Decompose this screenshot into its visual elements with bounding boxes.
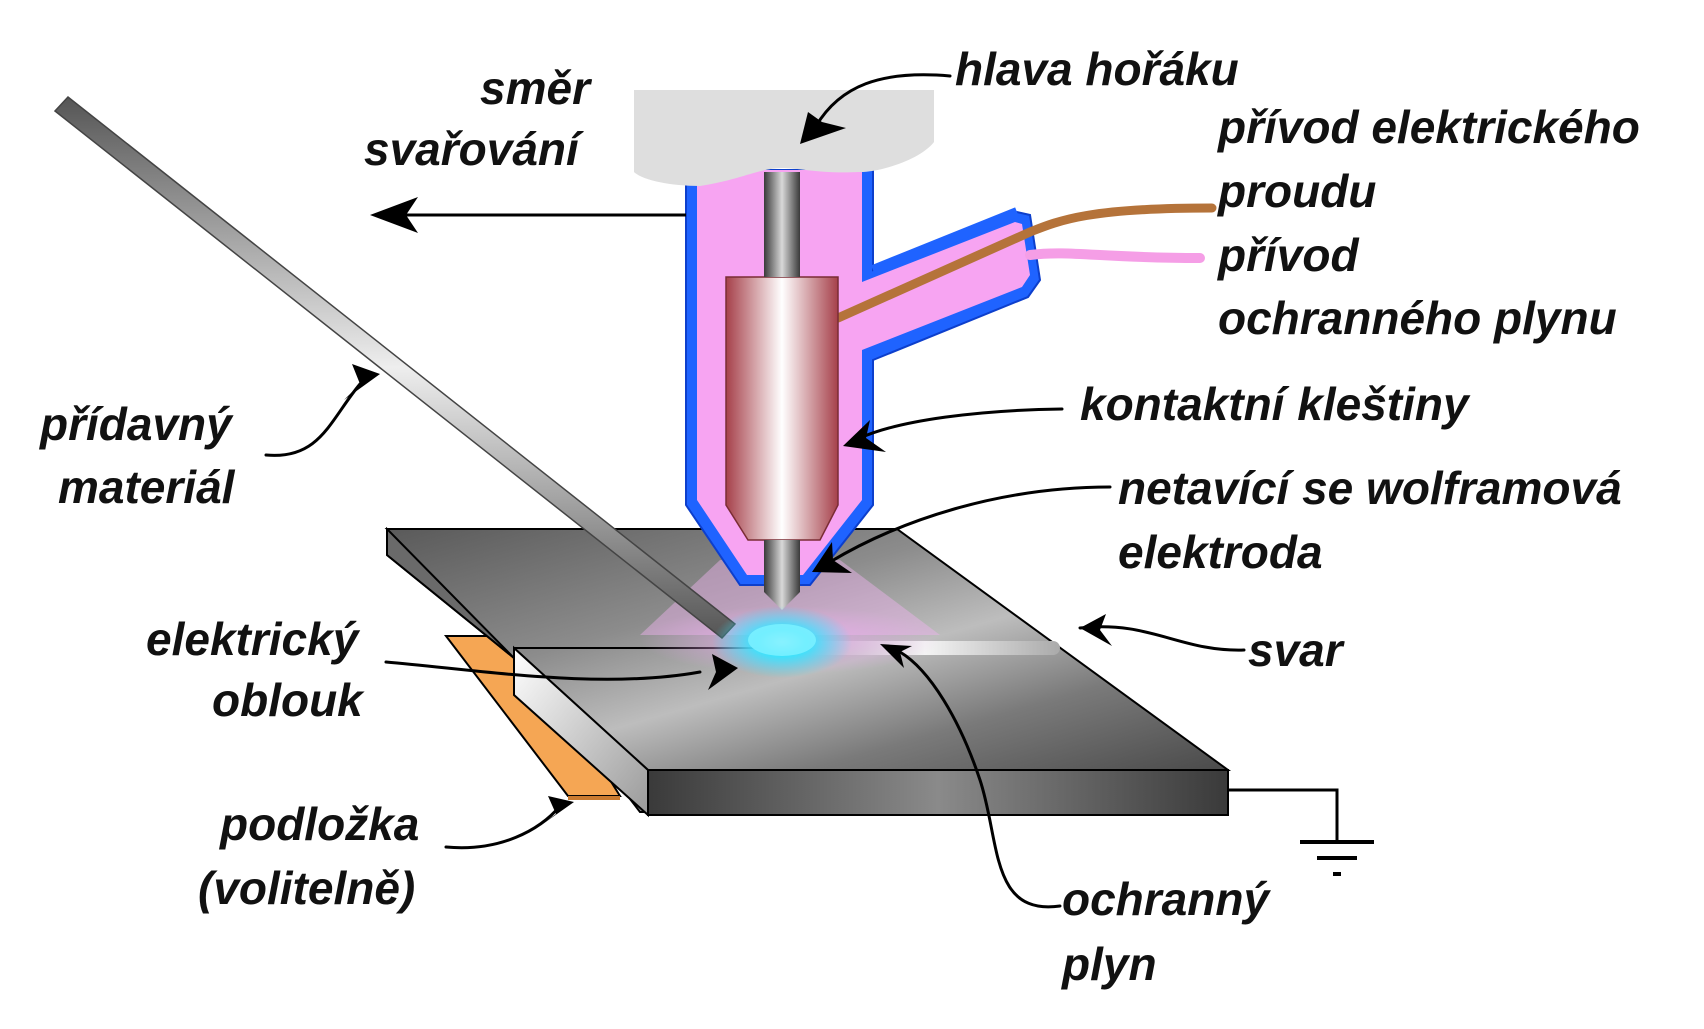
supply-lines	[833, 203, 1217, 323]
label-shield-gas-1: ochranný	[1062, 873, 1271, 925]
label-weld: svar	[1248, 624, 1345, 676]
label-arc-2: oblouk	[212, 674, 365, 726]
electric-arc	[712, 606, 852, 678]
weld-direction-arrow	[370, 197, 686, 233]
label-filler-1: přídavný	[38, 398, 234, 450]
label-electrode-1: netavící se wolframová	[1118, 462, 1622, 514]
labels: hlava hořáku směr svařování přívod elekt…	[38, 43, 1640, 990]
label-current-supply-1: přívod elektrického	[1216, 101, 1640, 153]
label-backing-2: (volitelně)	[198, 862, 415, 914]
ground-symbol	[1228, 788, 1374, 876]
label-torch-head: hlava hořáku	[955, 43, 1239, 95]
torch-head	[634, 90, 934, 186]
leader-lines	[264, 73, 1246, 909]
label-shield-gas-2: plyn	[1060, 938, 1157, 990]
tungsten-electrode	[764, 172, 800, 610]
label-backing-1: podložka	[218, 798, 419, 850]
label-collet: kontaktní kleštiny	[1080, 378, 1471, 430]
label-arc-1: elektrický	[146, 613, 361, 665]
label-weld-direction-2: svařování	[364, 123, 584, 175]
label-current-supply-2: proudu	[1216, 165, 1376, 217]
label-electrode-2: elektroda	[1118, 526, 1323, 578]
collet	[725, 276, 839, 541]
label-weld-direction-1: směr	[480, 62, 592, 114]
label-filler-2: materiál	[58, 461, 236, 513]
label-gas-supply-2: ochranného plynu	[1218, 292, 1617, 344]
label-gas-supply-1: přívod	[1216, 229, 1359, 281]
